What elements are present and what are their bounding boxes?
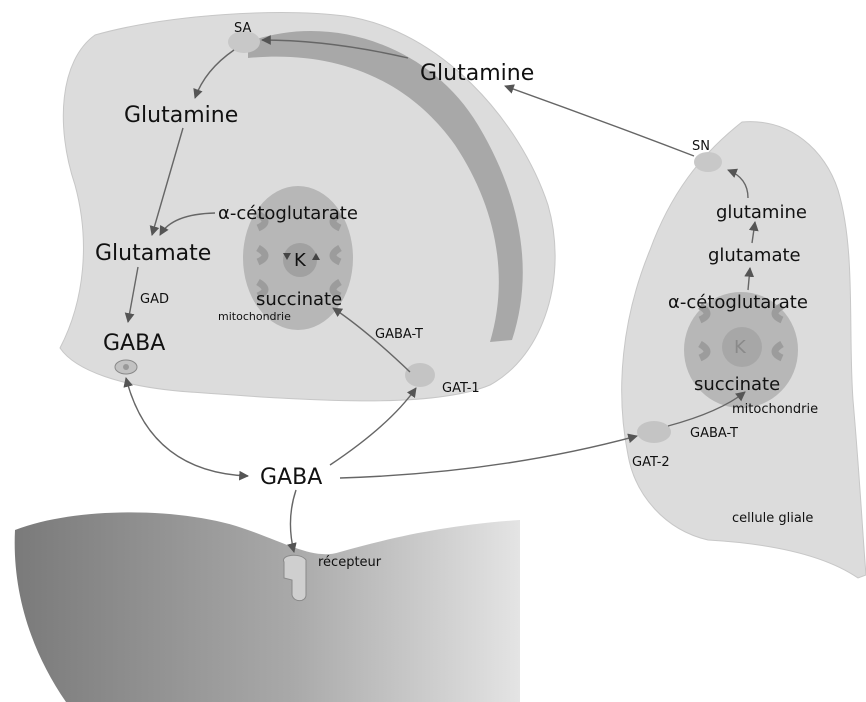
GAT-2-label: GAT-2 [632,455,670,470]
arrow-glutamate-to-glutamine-glial [748,221,759,244]
arrow-aketo-to-glutamate [159,212,216,236]
succinate-presynaptic-label: succinate [256,289,342,310]
postsynaptic-cell [14,512,521,702]
GAD-label: GAD [140,292,169,307]
K-glial-label: K [734,337,747,358]
GABA-vesicle [114,359,138,375]
arrow-SN-to-glutamine [504,84,695,157]
GABA-T-presynaptic-label: GABA-T [375,327,423,342]
arrow-glutamine-to-SN [727,168,749,199]
SA-label: SA [234,21,251,36]
recepteur-label: récepteur [318,555,382,570]
succinate-glial-label: succinate [694,374,780,395]
K-arrow-down [283,253,291,260]
arrow-GAT1-to-succinate [332,307,411,373]
arrow-synaptic-GABA-to-receptor [287,489,297,553]
cellule-gliale-label: cellule gliale [732,511,813,526]
pathway-arrows [123,35,759,553]
GABA-receptor [283,554,307,602]
GABA-synaptic-label: GABA [260,465,322,490]
mitochondrie-glial-label: mitochondrie [732,402,818,417]
GABA-T-glial-label: GABA-T [690,426,738,441]
GAT-1-label: GAT-1 [442,381,480,396]
arrow-glutamine-to-SA [261,35,409,59]
alpha-ketoglutarate-label: α-cétoglutarate [218,203,358,224]
GAT-2-transporter [637,421,671,443]
alpha-ketoglutarate-glial-label: α-cétoglutarate [668,292,808,313]
arrow-SA-to-glutamine [193,49,235,99]
arrow-GAT2-to-succinate [667,391,746,427]
glutamine-presynaptic-label: Glutamine [124,103,238,128]
glutamate-presynaptic-label: Glutamate [95,241,211,266]
presynaptic-membrane-band [248,31,523,342]
K-arrow-up [312,253,320,260]
K-presynaptic-label: K [294,250,307,271]
SA-transporter [228,31,260,53]
glial-mitochondria [684,292,798,408]
GABA-presynaptic-label: GABA [103,331,165,356]
SN-label: SN [692,139,710,154]
arrow-glutamine-to-glutamate [149,127,184,236]
presynaptic-mitochondria [243,186,353,330]
GAT-1-transporter [405,363,435,387]
arrow-synaptic-GABA-to-GAT1 [329,387,417,466]
arrow-aketo-to-glutamate-glial [744,267,755,291]
SN-transporter [694,152,722,172]
glutamine-glial-label: glutamine [716,202,807,223]
arrow-vesicle-to-synaptic-GABA [123,377,249,481]
arrow-glutamate-to-GABA [124,266,139,323]
glutamine-transfer-label: Glutamine [420,61,534,86]
arrow-synaptic-GABA-to-GAT2 [339,433,638,479]
glutamate-glial-label: glutamate [708,245,801,266]
mitochondrie-presynaptic-label: mitochondrie [218,310,291,323]
